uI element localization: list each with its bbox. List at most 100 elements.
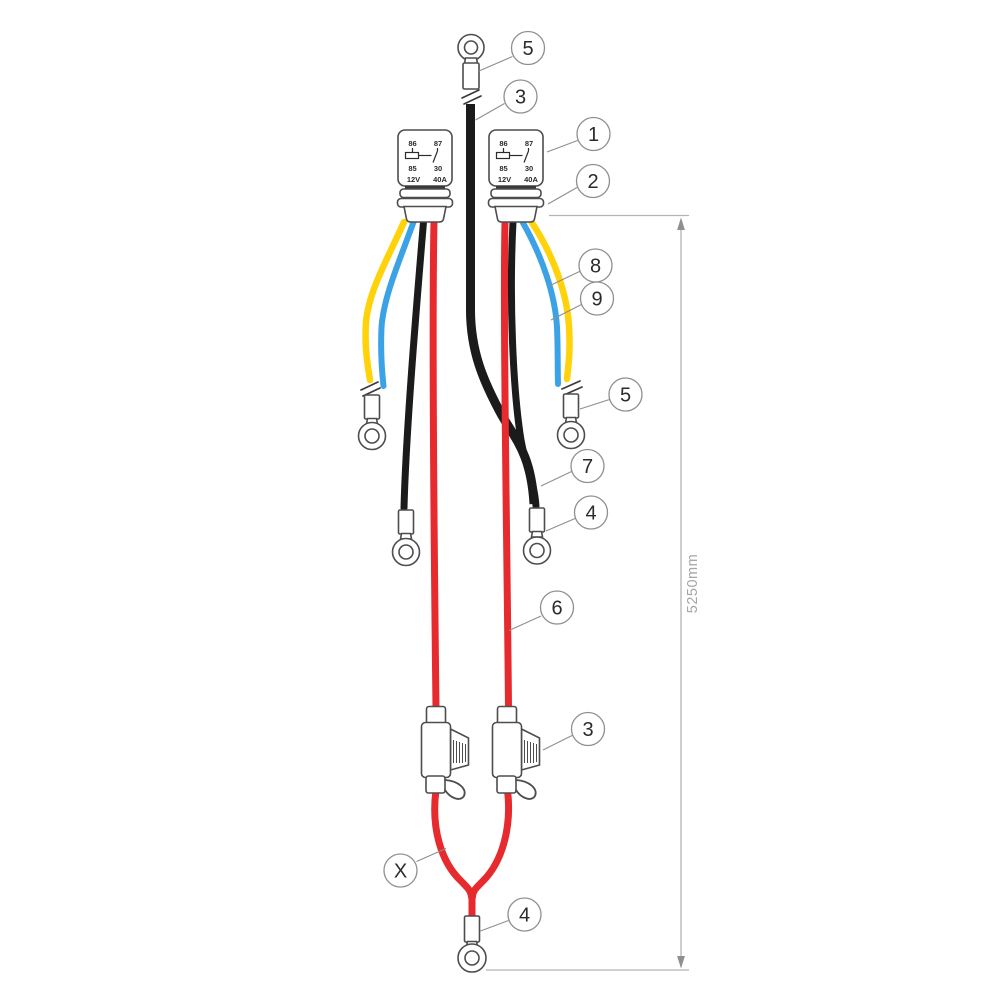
callout-circle: [573, 495, 609, 530]
wire-red-right-upper: [500, 218, 512, 712]
relay-pin-87-label: 87: [434, 139, 442, 148]
relay-schematic-lines: [502, 148, 530, 163]
ring-hole: [364, 428, 380, 444]
callout-label: 2: [587, 171, 598, 193]
callout-circle: [383, 853, 418, 888]
callout-black-ring-terminal: 4: [545, 495, 609, 532]
socket-base: [403, 205, 447, 223]
callout-mid-ring-terminal: 5: [579, 377, 643, 412]
ring-terminal-black-right: [522, 507, 552, 565]
wire-blue-right: [519, 219, 561, 387]
leader-line: [478, 55, 513, 72]
leader-line: [542, 735, 573, 751]
callout-relay: 1: [546, 116, 611, 153]
callout-label: 6: [551, 598, 562, 620]
ring-terminal-top: [457, 33, 485, 105]
fuse-body: [420, 721, 452, 779]
callout-circle: [570, 448, 605, 484]
leader-line: [416, 847, 447, 863]
wire-black-right: [507, 218, 540, 510]
ring-barrel: [363, 394, 381, 420]
wire-red-left-lower: [431, 786, 475, 901]
callout-label: 4: [519, 905, 530, 927]
wire-red-right-lower: [469, 786, 513, 901]
callout-circle: [539, 590, 575, 625]
dimension-arrow-up-icon: [677, 217, 685, 230]
callout-circle: [579, 281, 615, 316]
callout-black-wire-pair: 7: [540, 448, 605, 487]
socket-ring-1: [399, 188, 451, 199]
fuse-latch-hook: [444, 779, 466, 800]
callout-relay-socket: 2: [547, 163, 611, 205]
ring-barrel: [397, 509, 415, 535]
ring-hole: [464, 950, 480, 966]
relay-pin-30-label: 30: [525, 164, 533, 173]
wires: [362, 104, 573, 922]
relay-pin-87-label: 87: [525, 139, 533, 148]
callout-circle: [507, 897, 542, 932]
ring-hole: [463, 40, 479, 55]
callout-label: 5: [522, 38, 533, 60]
callout-label: 3: [582, 719, 593, 741]
leader-line: [548, 271, 580, 287]
socket-ring-1: [490, 188, 542, 199]
wire-black-left: [400, 218, 427, 512]
wire-break-icon: [461, 89, 482, 105]
dimension-arrow-down-icon: [677, 956, 685, 969]
dimension-line: 5250mm: [486, 214, 701, 971]
leader-line: [540, 471, 572, 487]
callout-label: 3: [515, 87, 526, 109]
leader-line: [547, 187, 578, 205]
wire-red-left-upper: [429, 218, 440, 712]
callout-blue-wire: 9: [550, 281, 615, 321]
leader-line: [480, 919, 509, 932]
callout-label: 7: [582, 456, 593, 478]
relay-pin-30-label: 30: [434, 164, 442, 173]
callout-label: 5: [620, 385, 631, 407]
ring-hole: [398, 544, 414, 560]
relay-coil-symbol: [404, 151, 420, 160]
callout-fuse-holder: 3: [542, 711, 606, 751]
relay-voltage-label: 12V: [407, 175, 420, 184]
leader-line: [550, 304, 582, 321]
callout-label: 8: [590, 256, 601, 278]
callout-wire-splice: X: [383, 847, 447, 888]
relay-pins-band: [405, 185, 445, 191]
ring-terminal-mid-left: [357, 381, 387, 451]
ring-hole: [563, 427, 579, 443]
ring-barrel: [463, 915, 481, 943]
ring-terminal-black-left: [391, 509, 421, 567]
fuse-flap-hatching: [453, 740, 466, 763]
relay-current-label: 40A: [433, 175, 447, 184]
relay-left: 86 87 85 30 12V 40A: [396, 129, 454, 223]
relay-voltage-label: 12V: [498, 175, 511, 184]
callout-top-ring-terminal: 5: [478, 30, 546, 72]
relay-pins-band: [496, 185, 536, 191]
callout-bottom-ring-terminal: 4: [480, 897, 542, 932]
relay-right: 86 87 85 30 12V 40A: [487, 129, 545, 223]
wire-blue-left: [378, 219, 417, 389]
dimension-label: 5250mm: [685, 554, 701, 613]
relay-pin-86-label: 86: [408, 139, 416, 148]
ring-terminal-bottom: [457, 915, 487, 973]
ring-barrel: [562, 393, 580, 419]
callout-circle: [503, 79, 538, 114]
relay-pin-86-label: 86: [499, 139, 507, 148]
relay-schematic-lines: [411, 148, 439, 163]
callout-label: 1: [588, 124, 599, 146]
fuse-holder-right: [491, 705, 541, 800]
relay-pin-85-label: 85: [408, 164, 416, 173]
ring-neck: [530, 530, 544, 538]
fuse-latch-hook: [515, 779, 537, 800]
leader-line: [579, 398, 610, 410]
fuse-cap-bottom: [496, 775, 517, 794]
ring-barrel: [462, 62, 480, 90]
leader-line: [508, 615, 542, 632]
fuse-cap-bottom: [425, 775, 446, 794]
callout-circle: [576, 116, 611, 152]
socket-base: [494, 205, 538, 223]
ring-terminal-mid-right: [556, 380, 586, 450]
relay-current-label: 40A: [524, 175, 538, 184]
